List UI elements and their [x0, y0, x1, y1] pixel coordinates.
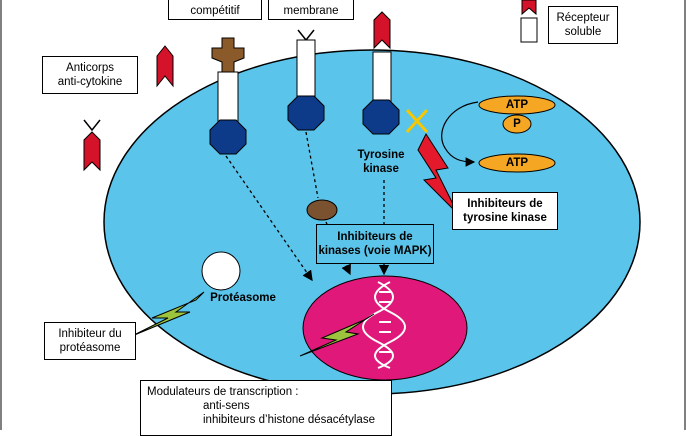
receptor-competitive	[209, 37, 247, 155]
competitive-label: compétitif	[168, 0, 262, 20]
proteasome-text: Protéasome	[210, 292, 276, 304]
transcription-item2: inhibiteurs d’histone désacétylase	[203, 414, 375, 426]
phosphate-label: P	[507, 117, 527, 131]
receptor-membrane	[287, 29, 325, 131]
phosphate-icon	[502, 114, 532, 134]
transcription-modulators-label: Modulateurs de transcription : anti-sens…	[140, 380, 392, 436]
signal-arrow-2a	[305, 131, 319, 199]
mapk-line1: Inhibiteurs de	[337, 231, 413, 243]
tk-inhibitor-line2: tyrosine kinase	[463, 212, 547, 224]
soluble-receptor-line1: Récepteur	[556, 12, 610, 24]
proteasome-inhibitor-line1: Inhibiteur du	[58, 328, 122, 340]
atp-bottom-icon	[478, 153, 556, 173]
tyrosine-kinase-line1: Tyrosine	[357, 149, 405, 161]
cytokine-free-icon	[156, 45, 174, 88]
mapk-line2: kinases (voie MAPK)	[318, 245, 432, 257]
receptor-tyrosine-kinase	[362, 11, 400, 135]
anti-cytokine-line1: Anticorps	[66, 62, 114, 74]
tk-inhibitor-label: Inhibiteurs de tyrosine kinase	[452, 192, 558, 230]
antagonist-icon	[211, 37, 245, 73]
mapk-inhibitor-label: Inhibiteurs de kinases (voie MAPK)	[316, 224, 434, 264]
dna-helix-icon	[362, 281, 406, 369]
antibody-icon	[83, 119, 101, 172]
membrane-label: membrane	[268, 0, 354, 20]
tyrosine-kinase-label: Tyrosine kinase	[346, 148, 416, 176]
tk-inhibitor-bolt-icon	[417, 132, 459, 215]
transcription-item1: anti-sens	[203, 400, 250, 412]
phosphorylation-arrow	[441, 101, 479, 167]
soluble-receptor-line2: soluble	[564, 26, 602, 38]
proteasome-label: Protéasome	[203, 291, 283, 305]
atp-bottom-text: ATP	[505, 157, 529, 169]
soluble-receptor-label: Récepteur soluble	[548, 6, 618, 44]
cytokine-icon	[373, 11, 391, 50]
tyrosine-kinase-line2: kinase	[363, 163, 399, 175]
proteasome-inhibitor-label: Inhibiteur du protéasome	[44, 322, 136, 360]
kinase-icon	[306, 199, 338, 221]
transcription-title: Modulateurs de transcription :	[147, 386, 299, 398]
proteasome-icon	[201, 251, 241, 291]
transcription-inhibitor-bolt-icon	[299, 313, 375, 357]
soluble-receptor-icon	[520, 0, 538, 43]
block-cross-icon	[405, 108, 429, 134]
phosphate-text: P	[513, 118, 521, 130]
atp-top-text: ATP	[505, 99, 529, 111]
membrane-text: membrane	[283, 5, 339, 17]
competitive-text: compétitif	[190, 5, 240, 17]
tk-inhibitor-line1: Inhibiteurs de	[467, 198, 543, 210]
atp-top-icon	[478, 95, 556, 115]
proteasome-inhibitor-bolt-icon	[131, 291, 205, 337]
signal-arrow-1	[225, 155, 313, 282]
atp-top-label: ATP	[497, 98, 537, 112]
anti-cytokine-label: Anticorps anti-cytokine	[42, 56, 138, 94]
anti-cytokine-line2: anti-cytokine	[57, 76, 123, 88]
proteasome-inhibitor-line2: protéasome	[59, 342, 121, 354]
atp-bottom-label: ATP	[497, 156, 537, 170]
